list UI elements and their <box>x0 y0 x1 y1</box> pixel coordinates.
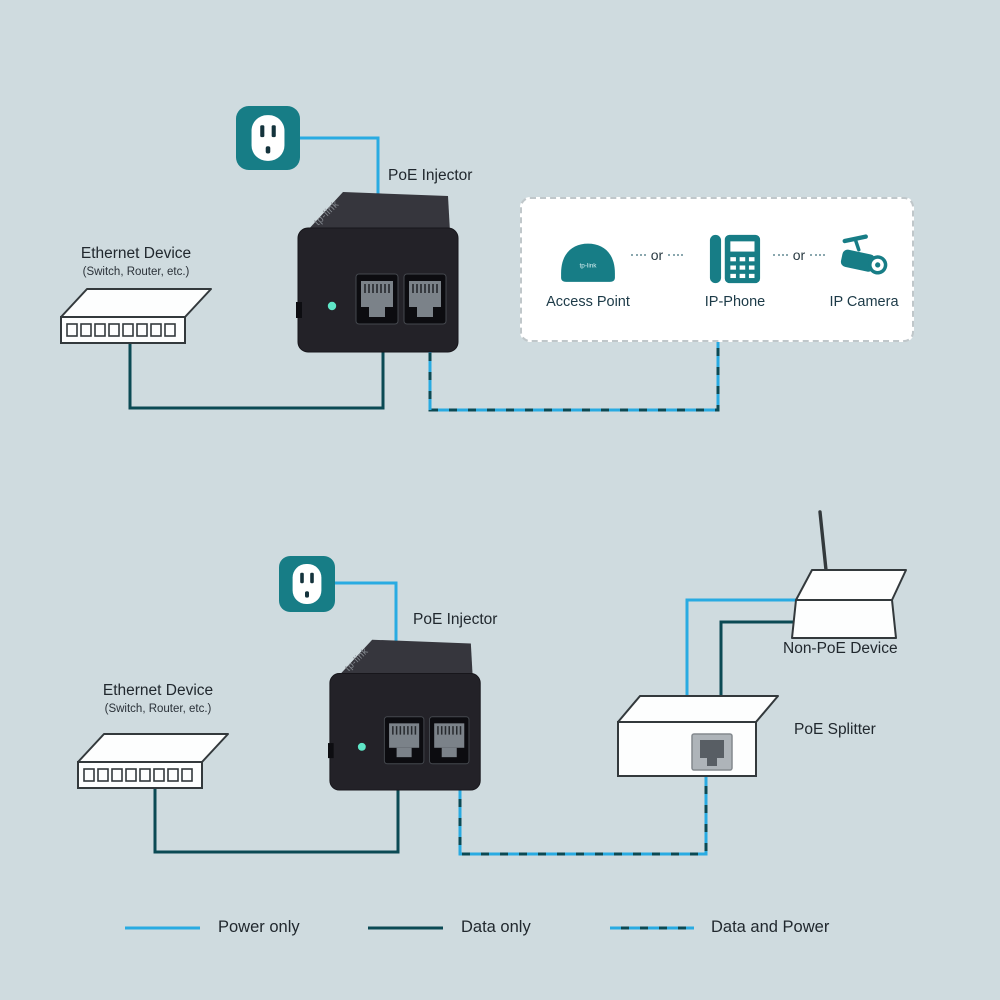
non-poe-device <box>788 508 915 644</box>
ethernet-device-title: Ethernet Device <box>102 682 214 699</box>
data-power-line-top-base <box>428 332 720 412</box>
or-separator: or <box>625 247 689 263</box>
legend-data-only-label: Data only <box>461 918 531 936</box>
poe-injector-label-top: PoE Injector <box>388 167 473 184</box>
ip-camera-label: IP Camera <box>829 294 899 310</box>
ip-phone-icon <box>708 229 762 285</box>
ethernet-device-title: Ethernet Device <box>80 245 192 262</box>
powered-devices-panel: tp-link Access Point or <box>520 197 914 342</box>
dotted-divider <box>772 254 788 256</box>
or-separator: or <box>767 247 831 263</box>
ethernet-device-label-top: Ethernet Device (Switch, Router, etc.) <box>36 245 236 278</box>
ip-phone-item: IP-Phone <box>675 229 795 310</box>
ip-phone-label: IP-Phone <box>704 294 766 310</box>
poe-splitter-label: PoE Splitter <box>794 721 876 738</box>
poe-injector-device-top <box>296 186 462 354</box>
splitter-power-line <box>685 598 798 716</box>
ip-camera-icon <box>836 229 892 285</box>
access-point-item: tp-link Access Point <box>528 229 648 310</box>
power-outlet-icon <box>279 556 335 612</box>
splitter-front-face <box>617 721 757 777</box>
non-poe-device-label: Non-PoE Device <box>783 640 898 657</box>
or-text: or <box>792 247 806 263</box>
power-line-bottom <box>330 581 398 660</box>
splitter-top-face <box>617 695 779 723</box>
data-line-top <box>128 336 385 410</box>
ethernet-device-label-bottom: Ethernet Device (Switch, Router, etc.) <box>58 682 258 715</box>
poe-splitter-device <box>612 690 784 784</box>
data-power-line-top-dash <box>428 332 720 412</box>
access-point-icon: tp-link <box>554 229 622 285</box>
data-power-line-bottom-base <box>458 772 708 856</box>
ip-camera-item: IP Camera <box>804 229 924 310</box>
tp-link-logo: tp-link <box>580 263 598 270</box>
or-text: or <box>650 247 664 263</box>
poe-injector-device-bottom <box>328 634 484 792</box>
ethernet-device-subtitle: (Switch, Router, etc.) <box>82 266 190 278</box>
power-line-top <box>293 136 380 212</box>
power-outlet-icon <box>236 106 300 170</box>
legend-power-only-label: Power only <box>218 918 300 936</box>
data-line-bottom <box>153 782 400 854</box>
dotted-divider <box>810 254 826 256</box>
antenna-icon <box>818 510 828 572</box>
data-power-line-bottom-dash <box>458 772 708 856</box>
rj45-port-icon <box>691 733 733 771</box>
poe-injector-label-bottom: PoE Injector <box>413 611 498 628</box>
ethernet-device-subtitle: (Switch, Router, etc.) <box>104 703 212 715</box>
ethernet-switch-device-top <box>57 283 213 347</box>
dotted-divider <box>668 254 684 256</box>
dotted-divider <box>630 254 646 256</box>
access-point-label: Access Point <box>546 294 630 310</box>
legend-data-and-power-label: Data and Power <box>711 918 830 936</box>
splitter-data-line <box>719 620 798 718</box>
router-front-face <box>791 599 897 639</box>
router-top-face <box>795 569 907 601</box>
ethernet-switch-device-bottom <box>74 728 230 792</box>
